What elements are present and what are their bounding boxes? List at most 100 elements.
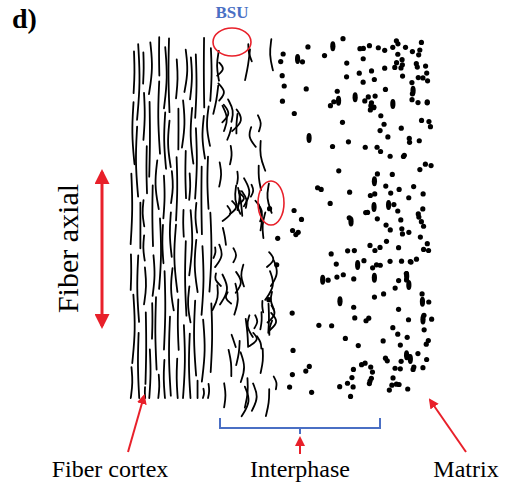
graphite-stroke bbox=[131, 367, 133, 398]
matrix-dot bbox=[420, 314, 425, 324]
matrix-dot bbox=[406, 280, 411, 290]
matrix-dot bbox=[359, 362, 364, 367]
graphite-stroke bbox=[269, 313, 276, 331]
graphite-stroke bbox=[217, 63, 223, 76]
matrix-dot bbox=[404, 271, 409, 276]
matrix-dot bbox=[372, 295, 377, 300]
graphite-stroke bbox=[182, 101, 185, 148]
matrix-dot bbox=[335, 89, 340, 94]
matrix-dot bbox=[403, 45, 408, 50]
matrix-dot bbox=[278, 59, 283, 64]
matrix-dot bbox=[346, 139, 351, 144]
matrix-dot bbox=[420, 365, 425, 370]
matrix-dot bbox=[395, 332, 400, 337]
matrix-dot bbox=[352, 315, 357, 320]
matrix-dot bbox=[347, 215, 352, 220]
matrix-dot bbox=[400, 231, 405, 236]
matrix-dot bbox=[326, 278, 331, 283]
matrix-dot bbox=[426, 299, 431, 304]
matrix-dot bbox=[407, 140, 412, 145]
matrix-dot bbox=[376, 45, 381, 50]
matrix-dot bbox=[397, 187, 402, 192]
matrix-dot bbox=[388, 190, 393, 195]
graphite-stroke bbox=[207, 157, 208, 209]
graphite-stroke bbox=[183, 325, 185, 398]
graphite-stroke bbox=[260, 312, 261, 329]
graphite-stroke bbox=[132, 295, 134, 363]
matrix-dot bbox=[369, 68, 374, 73]
matrix-dot bbox=[303, 368, 308, 373]
graphite-stroke bbox=[177, 299, 180, 349]
matrix-dot bbox=[367, 381, 372, 386]
matrix-dot bbox=[425, 78, 430, 83]
graphite-stroke bbox=[168, 121, 171, 167]
matrix-dot bbox=[267, 206, 272, 211]
graphite-stroke bbox=[194, 301, 196, 376]
matrix-dot bbox=[328, 201, 333, 206]
graphite-stroke bbox=[245, 378, 248, 407]
matrix-dot bbox=[399, 226, 404, 231]
region-label: Interphase bbox=[250, 456, 350, 482]
graphite-stroke bbox=[252, 383, 257, 410]
matrix-dot bbox=[328, 103, 333, 108]
matrix-dot bbox=[385, 358, 390, 363]
matrix-dot bbox=[274, 262, 279, 267]
matrix-dot bbox=[366, 94, 371, 99]
matrix-dot bbox=[329, 251, 334, 256]
matrix-dot bbox=[372, 273, 377, 283]
bsu-circle bbox=[213, 28, 251, 56]
matrix-dot bbox=[406, 317, 411, 322]
graphite-stroke bbox=[250, 127, 256, 147]
graphite-stroke bbox=[159, 218, 161, 288]
matrix-dot bbox=[371, 202, 376, 212]
matrix-dot bbox=[384, 239, 389, 244]
matrix-dot bbox=[404, 350, 409, 360]
matrix-dot bbox=[425, 100, 430, 105]
matrix-dot bbox=[363, 145, 368, 150]
graphite-stroke bbox=[219, 162, 221, 186]
matrix-dot bbox=[367, 43, 372, 48]
matrix-dot bbox=[411, 184, 416, 189]
graphite-stroke bbox=[145, 312, 148, 384]
matrix-dot bbox=[361, 258, 366, 263]
graphite-stroke bbox=[230, 146, 232, 164]
matrix-dot bbox=[405, 335, 410, 340]
graphite-stroke bbox=[153, 255, 155, 296]
matrix-dot bbox=[420, 297, 425, 307]
matrix-dot bbox=[351, 367, 356, 372]
matrix-dot bbox=[410, 86, 415, 96]
matrix-dot bbox=[348, 394, 353, 399]
graphite-stroke bbox=[232, 335, 236, 347]
matrix-dot bbox=[375, 216, 380, 221]
graphite-stroke bbox=[203, 389, 204, 398]
matrix-dot bbox=[361, 46, 366, 51]
matrix-dot bbox=[304, 86, 309, 91]
matrix-dot bbox=[378, 263, 383, 268]
matrix-dot bbox=[371, 105, 376, 110]
matrix-dot bbox=[369, 376, 374, 381]
graphite-stroke bbox=[176, 157, 177, 220]
matrix-dot bbox=[351, 384, 356, 389]
graphite-stroke bbox=[236, 172, 239, 184]
graphite-stroke bbox=[222, 105, 228, 123]
graphite-stroke bbox=[200, 167, 202, 235]
fiber-texture bbox=[131, 37, 277, 416]
graphite-stroke bbox=[171, 171, 173, 203]
graphite-stroke bbox=[254, 315, 257, 328]
matrix-dot bbox=[292, 111, 297, 116]
graphite-stroke bbox=[177, 109, 179, 150]
graphite-stroke bbox=[138, 333, 139, 398]
matrix-dot bbox=[398, 366, 403, 371]
graphite-stroke bbox=[170, 212, 172, 256]
matrix-dot bbox=[352, 248, 357, 253]
matrix-dot bbox=[368, 365, 373, 370]
matrix-dot bbox=[421, 247, 426, 252]
matrix-dot bbox=[370, 369, 375, 374]
graphite-stroke bbox=[168, 38, 169, 112]
matrix-dot bbox=[355, 260, 360, 270]
matrix-dot bbox=[381, 291, 386, 296]
graphite-stroke bbox=[189, 210, 192, 275]
matrix-dot bbox=[405, 386, 410, 391]
matrix-dot bbox=[399, 126, 404, 131]
leader-arrow bbox=[430, 400, 466, 452]
